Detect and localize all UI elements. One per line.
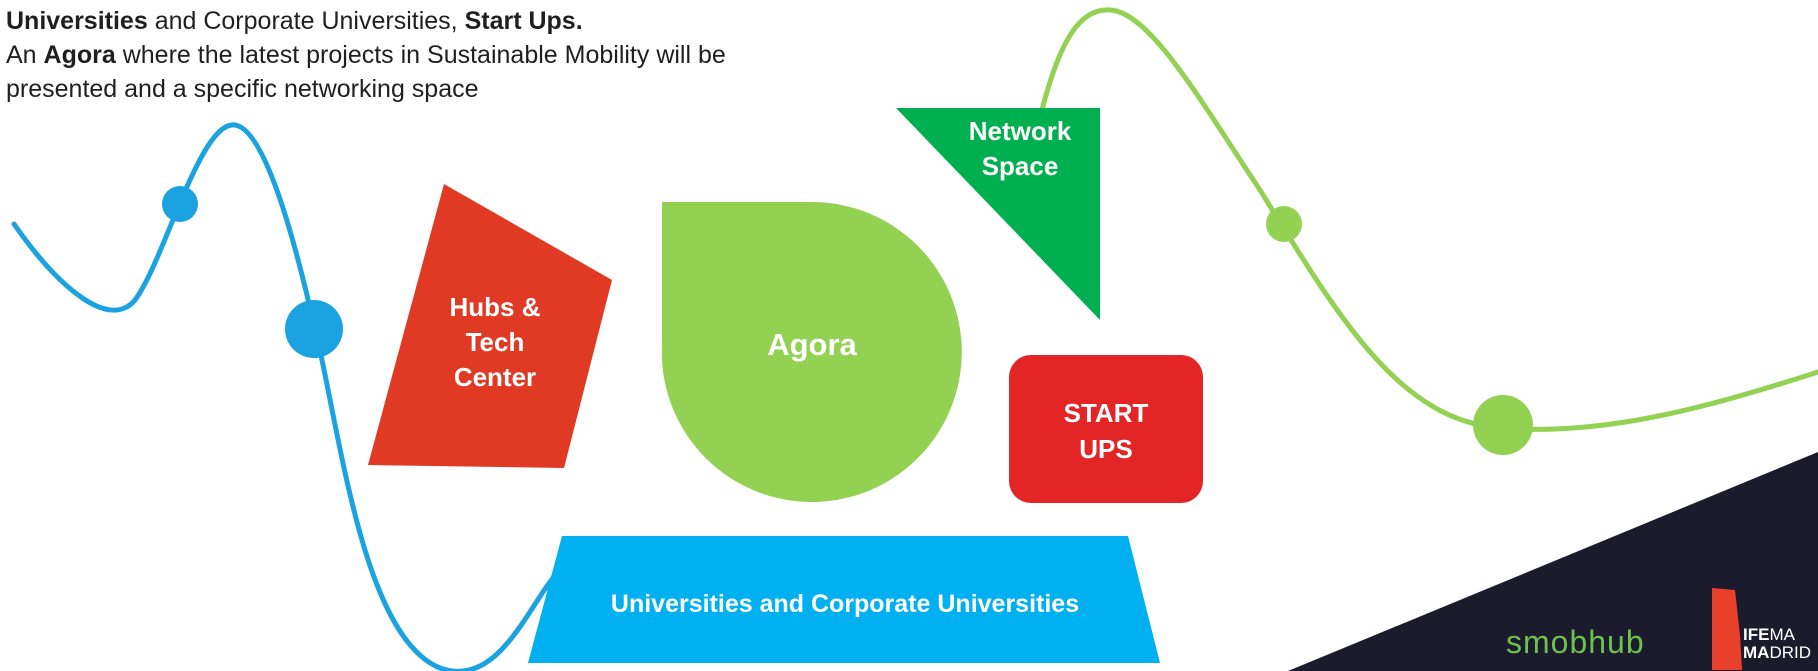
green-wave-curve [1039,7,1818,432]
network-space-shape [896,108,1100,320]
smobhub-logo: smobhub [1506,624,1645,660]
startups-label-line-2: UPS [1079,434,1133,464]
hubs-label-line-3: Center [453,362,537,392]
hubs-label-line-1: Hubs & [449,292,541,322]
intro-line-3: presented and a specific networking spac… [6,75,479,103]
startups-label: START UPS [1036,395,1176,467]
ifema-flame-icon [1712,588,1742,670]
intro-text: Universities and Corporate Universities,… [6,4,906,106]
intro-bold-universities: Universities [6,7,148,35]
universities-label: Universities and Corporate Universities [610,590,1080,618]
intro-bold-agora: Agora [43,41,116,69]
blue-dot-large [285,300,343,358]
network-label-line-2: Space [981,151,1059,181]
green-dot-small [1266,206,1302,242]
intro-line-2-pre: An [6,41,44,69]
intro-line-1-mid: and Corporate Universities, [147,7,465,35]
intro-bold-startups: Start Ups. [464,7,583,35]
agora-shape [661,202,962,502]
hubs-tech-center-shape [368,184,612,468]
hubs-tech-center-label: Hubs & Tech Center [435,290,555,395]
ifema-logo-line-2: MADRID [1743,644,1811,662]
green-dot-large [1473,395,1533,455]
ifema-logo-ma: MA [1769,625,1795,644]
startups-shape [1009,355,1203,503]
ifema-logo-ife: IFE [1743,625,1770,644]
universities-shape [528,536,1160,663]
ifema-logo-ma-bold: MA [1743,643,1770,662]
network-space-label: Network Space [950,114,1090,184]
network-label-line-1: Network [968,116,1072,146]
blue-wave-curve [11,122,563,671]
ifema-madrid-logo: IFEMA MADRID [1743,626,1811,662]
intro-line-2-post: where the latest projects in Sustainable… [115,41,726,69]
agora-label: Agora [767,327,857,362]
hubs-label-line-2: Tech [465,327,525,357]
dark-corner-band [1288,452,1818,671]
startups-label-line-1: START [1063,398,1149,428]
intro-line-1: Universities and Corporate Universities,… [6,4,906,38]
blue-dot-small [162,186,198,222]
intro-line-2: An Agora where the latest projects in Su… [6,38,906,72]
ifema-logo-line-1: IFEMA [1743,626,1811,644]
ifema-logo-drid: DRID [1769,643,1812,662]
